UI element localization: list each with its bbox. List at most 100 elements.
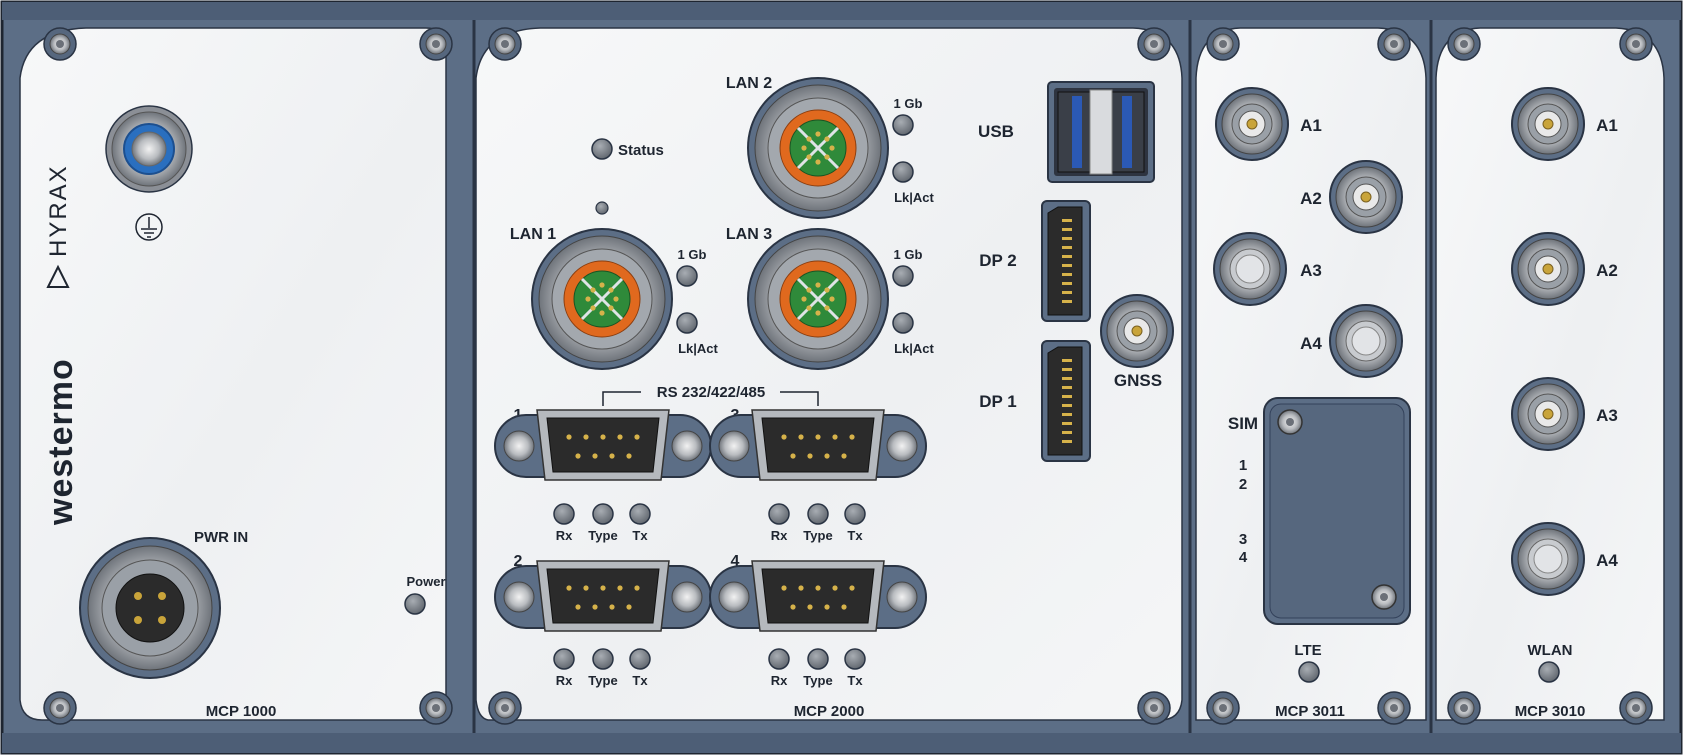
rs1-type-label: Type bbox=[588, 528, 617, 543]
screw-icon bbox=[1447, 691, 1481, 725]
sim-slot-1: 1 bbox=[1239, 457, 1247, 474]
rs2-type-label: Type bbox=[588, 673, 617, 688]
mcp3011-a1-connector[interactable] bbox=[1215, 87, 1289, 161]
mcp3010-a1-connector[interactable] bbox=[1511, 87, 1585, 161]
protective-earth-icon bbox=[135, 213, 163, 241]
lan2-label: LAN 2 bbox=[726, 75, 772, 92]
lan2-lkact-led bbox=[892, 161, 914, 183]
lte-label: LTE bbox=[1294, 642, 1321, 659]
status-led-small bbox=[595, 201, 609, 215]
dp1-label: DP 1 bbox=[979, 392, 1017, 411]
mcp3010-a4-label: A4 bbox=[1596, 551, 1618, 570]
mcp3011-a1-label: A1 bbox=[1300, 116, 1322, 135]
lan1-label: LAN 1 bbox=[510, 226, 556, 243]
screw-icon bbox=[1619, 27, 1653, 61]
lan3-label: LAN 3 bbox=[726, 226, 772, 243]
screw-icon bbox=[1377, 27, 1411, 61]
rs1-tx-led bbox=[629, 503, 651, 525]
mcp3011-a3-label: A3 bbox=[1300, 261, 1322, 280]
rs-port-1[interactable] bbox=[494, 409, 712, 481]
rs4-tx-label: Tx bbox=[847, 673, 863, 688]
power-led bbox=[404, 593, 426, 615]
rs-port-2-label: 2 bbox=[514, 553, 523, 570]
mcp3010-a3-label: A3 bbox=[1596, 406, 1618, 425]
pwr-in-connector bbox=[79, 537, 221, 679]
mcp1000-label: MCP 1000 bbox=[206, 703, 277, 720]
rs1-rx-label: Rx bbox=[556, 528, 573, 543]
mcp3010-label: MCP 3010 bbox=[1515, 703, 1586, 720]
gnss-connector[interactable] bbox=[1100, 294, 1174, 368]
screw-icon bbox=[43, 691, 77, 725]
usb-label: USB bbox=[978, 122, 1014, 141]
wlan-led bbox=[1538, 661, 1560, 683]
screw-icon bbox=[1377, 691, 1411, 725]
mcp3010-a2-connector[interactable] bbox=[1511, 232, 1585, 306]
status-led bbox=[591, 138, 613, 160]
ground-stud bbox=[105, 105, 193, 193]
rs4-type-label: Type bbox=[803, 673, 832, 688]
rs-bracket bbox=[602, 391, 819, 406]
screw-icon bbox=[1447, 27, 1481, 61]
mcp3010-a4-connector[interactable] bbox=[1511, 522, 1585, 596]
rs-port-4[interactable] bbox=[709, 560, 927, 632]
lan3-gb-led bbox=[892, 265, 914, 287]
rs-port-2[interactable] bbox=[494, 560, 712, 632]
sim-slot-2: 2 bbox=[1239, 476, 1247, 493]
mcp3010-a1-label: A1 bbox=[1596, 116, 1618, 135]
usb-port bbox=[1047, 81, 1155, 183]
dp2-port[interactable] bbox=[1041, 200, 1091, 322]
lan1-port[interactable] bbox=[531, 228, 673, 370]
rs3-tx-led bbox=[844, 503, 866, 525]
rs2-tx-label: Tx bbox=[632, 673, 648, 688]
sim-slot-3: 3 bbox=[1239, 531, 1247, 548]
mcp3011-a4-label: A4 bbox=[1300, 334, 1322, 353]
dp2-label: DP 2 bbox=[979, 251, 1017, 270]
rs1-type-led bbox=[592, 503, 614, 525]
mcp3010-a2-label: A2 bbox=[1596, 261, 1618, 280]
sim-cover-screw-icon bbox=[1371, 584, 1397, 610]
lan3-gb-label: 1 Gb bbox=[894, 247, 923, 262]
lan1-lkact-led bbox=[676, 312, 698, 334]
screw-icon bbox=[419, 27, 453, 61]
chassis-top-rail bbox=[2, 2, 1681, 20]
mcp3011-a2-connector[interactable] bbox=[1329, 160, 1403, 234]
screw-icon bbox=[1619, 691, 1653, 725]
rs3-rx-led bbox=[768, 503, 790, 525]
screw-icon bbox=[1137, 27, 1171, 61]
rs-title: RS 232/422/485 bbox=[657, 384, 765, 401]
gnss-label: GNSS bbox=[1114, 371, 1162, 390]
screw-icon bbox=[488, 691, 522, 725]
rs2-type-led bbox=[592, 648, 614, 670]
mcp3010-a3-connector[interactable] bbox=[1511, 377, 1585, 451]
status-label: Status bbox=[618, 142, 664, 159]
sim-slot-4: 4 bbox=[1239, 549, 1248, 566]
screw-icon bbox=[1206, 691, 1240, 725]
rs-port-4-label: 4 bbox=[731, 553, 740, 570]
mcp3011-a3-connector[interactable] bbox=[1213, 232, 1287, 306]
lan1-gb-label: 1 Gb bbox=[678, 247, 707, 262]
rs3-rx-label: Rx bbox=[771, 528, 788, 543]
rs4-type-led bbox=[807, 648, 829, 670]
mcp2000-label: MCP 2000 bbox=[794, 703, 865, 720]
dp1-port[interactable] bbox=[1041, 340, 1091, 462]
rs1-rx-led bbox=[553, 503, 575, 525]
rs3-type-label: Type bbox=[803, 528, 832, 543]
screw-icon bbox=[43, 27, 77, 61]
lan3-port[interactable] bbox=[747, 228, 889, 370]
lan1-gb-led bbox=[676, 265, 698, 287]
screw-icon bbox=[419, 691, 453, 725]
screw-icon bbox=[1206, 27, 1240, 61]
sim-label: SIM bbox=[1228, 414, 1258, 433]
rs1-tx-label: Tx bbox=[632, 528, 648, 543]
mcp3011-label: MCP 3011 bbox=[1275, 703, 1345, 720]
mcp3011-a4-connector[interactable] bbox=[1329, 304, 1403, 378]
rs-port-3[interactable] bbox=[709, 409, 927, 481]
lte-led bbox=[1298, 661, 1320, 683]
lan2-gb-label: 1 Gb bbox=[894, 96, 923, 111]
chassis-bottom-rail bbox=[2, 733, 1681, 753]
sim-cover[interactable] bbox=[1263, 397, 1411, 625]
rs4-rx-led bbox=[768, 648, 790, 670]
lan2-gb-led bbox=[892, 114, 914, 136]
lan2-port[interactable] bbox=[747, 77, 889, 219]
